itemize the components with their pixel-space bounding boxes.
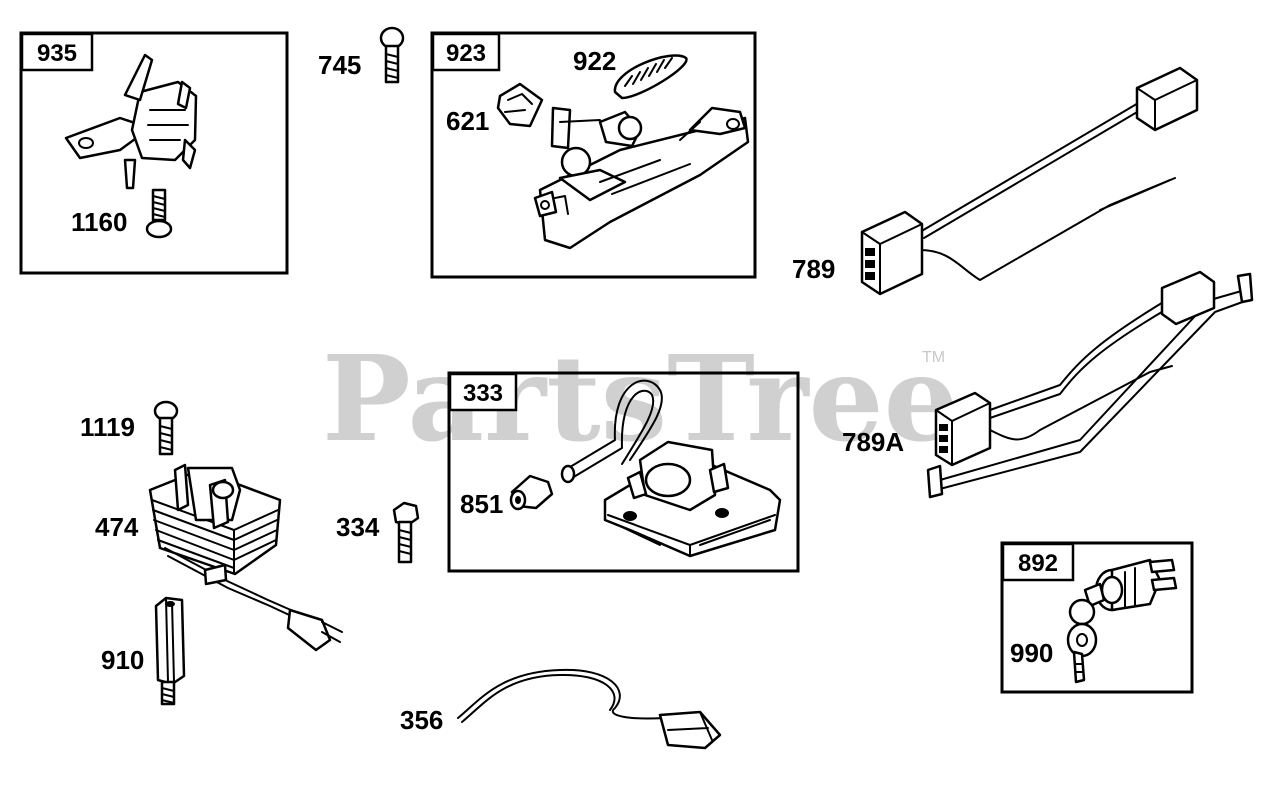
key-switch-drawing: [1066, 558, 1178, 684]
assembly-935[interactable]: 935 1160: [19, 31, 289, 275]
armature-474-drawing: [148, 463, 343, 652]
harness-789-drawing: [860, 66, 1199, 296]
clip-621-drawing: [496, 82, 544, 128]
assembly-923-frame: [430, 31, 757, 279]
watermark-trademark: TM: [922, 349, 945, 366]
part-910-label: 910: [101, 645, 144, 675]
part-356-label: 356: [400, 705, 443, 735]
plug-851-drawing: [509, 474, 554, 511]
ground-wire-356-drawing: [457, 668, 722, 750]
screw-1160-label: 1160: [71, 207, 127, 237]
part-334-label: 334: [336, 512, 380, 542]
assembly-935-number: 935: [37, 40, 77, 67]
part-789a-label: 789A: [842, 427, 904, 457]
clip-621-label: 621: [446, 106, 489, 136]
assembly-892-frame: [1000, 541, 1194, 694]
assembly-923-tag: [431, 32, 501, 72]
harness-789a-drawing: [926, 270, 1254, 499]
assembly-923-number: 923: [446, 40, 486, 67]
part-789-label: 789: [792, 254, 835, 284]
screw-1160-drawing: [145, 188, 173, 239]
screw-1119-drawing: [153, 400, 179, 456]
part-356[interactable]: 356: [400, 668, 722, 750]
spring-922-drawing: [613, 54, 688, 100]
part-474-label: 474: [95, 512, 139, 542]
assembly-892[interactable]: 892 990: [1000, 541, 1194, 694]
part-745-label: 745: [318, 50, 361, 80]
assembly-935-frame: [19, 31, 289, 275]
assembly-923[interactable]: 923 922 621: [430, 31, 757, 279]
ignition-coil-drawing: [560, 379, 782, 558]
part-910[interactable]: 910: [101, 596, 186, 706]
assembly-333-frame: [447, 371, 800, 573]
part-789a[interactable]: 789A: [842, 270, 1254, 499]
part-474[interactable]: 474: [95, 463, 343, 652]
spring-922-label: 922: [573, 46, 616, 76]
assembly-333-number: 333: [463, 380, 503, 407]
assembly-935-tag: [20, 32, 94, 72]
assembly-892-number: 892: [1018, 550, 1058, 577]
assembly-892-tag: [1001, 542, 1075, 582]
spacer-910-drawing: [154, 596, 186, 706]
key-switch-990-label: 990: [1010, 638, 1053, 668]
plug-851-label: 851: [460, 489, 503, 519]
part-789[interactable]: 789: [792, 66, 1199, 296]
bolt-745-drawing: [379, 26, 405, 84]
part-745[interactable]: 745: [318, 26, 405, 84]
assembly-333-tag: [448, 372, 518, 412]
bolt-334-drawing: [392, 501, 420, 564]
control-bracket-drawing: [533, 106, 750, 250]
part-1119[interactable]: 1119: [80, 400, 179, 456]
part-1119-label: 1119: [80, 412, 135, 442]
part-334[interactable]: 334: [336, 501, 420, 564]
assembly-333[interactable]: 333 851: [447, 371, 800, 573]
governor-bracket-drawing: [64, 53, 198, 190]
